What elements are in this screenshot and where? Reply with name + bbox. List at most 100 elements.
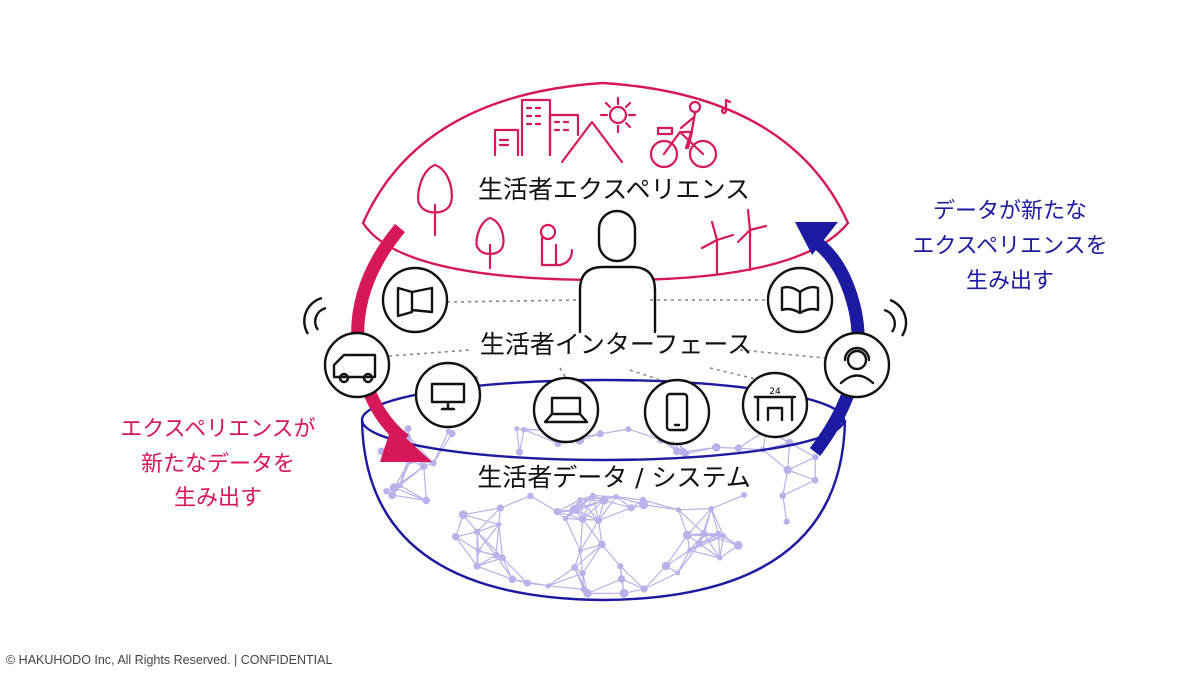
wind-turbines-icon: [700, 208, 768, 275]
network-edge: [642, 499, 679, 511]
right-caption-line: 生み出す: [966, 269, 1054, 294]
network-edge: [495, 524, 500, 556]
smartphone-icon: [643, 378, 711, 446]
network-edge: [476, 531, 497, 556]
network-edge: [408, 436, 434, 464]
network-node: [613, 493, 619, 500]
network-edge: [598, 496, 617, 521]
network-node: [779, 492, 787, 500]
right-caption-line: エクスペリエンスを: [912, 234, 1107, 259]
network-node: [639, 500, 649, 510]
cyclist-icon: [649, 98, 732, 169]
network-edge: [685, 446, 717, 455]
data-to-experience-arrow: [795, 222, 865, 456]
network-edge: [643, 504, 679, 511]
network-edge: [502, 557, 513, 580]
network-node: [475, 548, 482, 554]
network-node: [783, 518, 790, 525]
network-edge: [495, 554, 513, 580]
network-node: [708, 505, 715, 512]
network-edge: [476, 565, 513, 580]
network-edge: [476, 554, 497, 567]
tree-icon: [417, 163, 505, 270]
network-edge: [592, 494, 617, 498]
network-edge: [579, 519, 584, 551]
network-edge: [432, 431, 450, 464]
network-node: [515, 448, 524, 456]
network-edge: [476, 523, 499, 533]
network-node: [496, 504, 504, 512]
copyright-footer: © HAKUHODO Inc, All Rights Reserved. | C…: [6, 653, 333, 667]
network-edge: [677, 509, 688, 536]
network-node: [492, 552, 500, 559]
connector-lines: [388, 299, 826, 381]
network-edge: [603, 499, 632, 509]
network-edge: [703, 533, 739, 546]
left-caption-line: 生み出す: [174, 486, 262, 511]
network-edge: [557, 511, 583, 520]
network-node: [673, 447, 682, 456]
left-caption: エクスペリエンスが 新たなデータを 生み出す: [120, 417, 315, 511]
network-edge: [643, 565, 667, 590]
interface-label: 生活者インターフェース: [480, 330, 752, 359]
network-edge: [686, 508, 712, 536]
network-edge: [463, 507, 501, 516]
network-node: [523, 579, 531, 587]
network-edge: [502, 557, 528, 584]
network-node: [545, 583, 551, 589]
signal-icon: [303, 296, 908, 337]
network-node: [717, 555, 723, 561]
person-icon: [578, 209, 657, 334]
network-edge: [564, 518, 581, 551]
network-edge: [616, 496, 644, 501]
network-node: [681, 450, 690, 458]
network-edge: [498, 524, 504, 558]
network-node: [420, 462, 428, 471]
network-edge: [582, 518, 603, 545]
network-node: [578, 515, 587, 523]
network-node: [562, 515, 569, 522]
network-edge: [582, 544, 603, 574]
network-edge: [717, 533, 721, 559]
network-node: [594, 516, 603, 524]
network-edge: [597, 520, 603, 545]
network-edge: [582, 500, 605, 520]
network-edge: [621, 578, 645, 590]
car-icon: [323, 331, 391, 399]
network-node: [445, 428, 452, 435]
network-edge: [455, 536, 479, 552]
network-edge: [782, 479, 816, 497]
mountain-sun-icon: [560, 96, 637, 164]
network-edge: [574, 544, 603, 568]
network-edge: [678, 509, 705, 535]
network-node: [570, 505, 579, 514]
tv-icon: [414, 361, 482, 429]
network-node: [458, 510, 468, 520]
network-node: [619, 588, 629, 598]
network-edge: [710, 508, 725, 537]
dog-icon: [539, 223, 574, 267]
network-node: [700, 530, 708, 538]
network-node: [422, 496, 430, 505]
network-edge: [393, 460, 411, 489]
network-edge: [423, 466, 427, 501]
network-node: [811, 476, 819, 484]
network-node: [577, 497, 583, 503]
network-edge: [478, 524, 500, 552]
network-node: [496, 521, 502, 528]
network-node: [577, 548, 583, 554]
network-edge: [711, 494, 745, 510]
network-edge: [619, 565, 645, 590]
network-edge: [547, 572, 583, 587]
network-node: [715, 530, 722, 537]
network-node: [383, 488, 390, 495]
network-node: [596, 430, 604, 438]
network-node: [571, 564, 578, 571]
network-node: [599, 496, 609, 505]
network-node: [508, 575, 517, 584]
headset-operator-icon: [823, 331, 891, 399]
network-node: [598, 540, 606, 549]
network-edge: [516, 428, 521, 453]
